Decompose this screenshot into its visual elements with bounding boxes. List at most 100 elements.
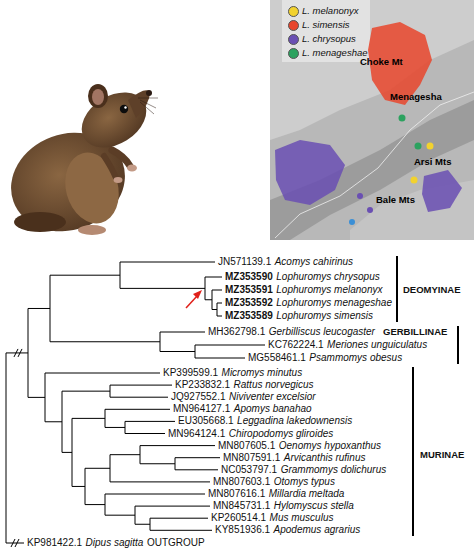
species-name: Rattus norvegicus: [234, 379, 314, 391]
branch-line: [135, 506, 210, 507]
pointer-arrow: [186, 290, 202, 308]
species-name: Apomys banahao: [234, 403, 312, 415]
rodent-illustration: [0, 81, 158, 247]
species-name: Psammomys obesus: [309, 352, 402, 364]
legend-swatch: [288, 34, 299, 45]
branch-line: [105, 494, 106, 515]
branch-line: [110, 481, 210, 482]
branch-line: [6, 543, 24, 544]
branch-line: [72, 418, 105, 419]
branch-line: [105, 427, 125, 428]
species-name: Acomys cahirinus: [275, 256, 353, 268]
accession-number: KY851936.1: [215, 524, 270, 536]
branch-line: [150, 518, 151, 530]
clade-bar: [397, 256, 458, 536]
branch-line: [110, 397, 168, 398]
branch-line: [160, 332, 161, 352]
branch-line: [160, 332, 205, 333]
map: [270, 0, 474, 240]
accession-number: KP981422.1: [27, 537, 82, 549]
species-name: Niviventer excelsior: [229, 391, 316, 403]
legend-swatch: [288, 20, 299, 31]
accession-number: MN807605.1: [218, 440, 275, 452]
branch-line: [150, 518, 208, 519]
accession-number: MN807603.1: [213, 476, 270, 488]
species-name: Lophuromys simensis: [276, 310, 373, 322]
branch-line: [85, 468, 110, 469]
place-name: Arsi Mts: [414, 156, 451, 168]
branch-line: [85, 504, 105, 505]
species-name: Micromys minutus: [222, 367, 303, 379]
accession-number: MN964127.1: [173, 403, 230, 415]
branch-line: [217, 303, 222, 304]
branch-line: [212, 290, 213, 310]
branch-line: [205, 277, 206, 300]
legend-text: L. chrysopus: [302, 32, 356, 45]
branch-line: [45, 421, 62, 422]
accession-number: MZ353592: [225, 297, 273, 309]
branch-line: [140, 446, 141, 464]
branch-line: [217, 316, 222, 317]
species-name: Dipus sagitta: [86, 537, 144, 549]
axis-break: [18, 349, 22, 357]
species-name: Arvicanthis rufinus: [284, 452, 366, 464]
accession-number: KC762224.1: [268, 339, 324, 351]
branch-line: [212, 309, 217, 310]
legend-text: L. menageshae: [302, 46, 368, 59]
branch-line: [175, 457, 220, 458]
species-name: Hylomyscus stella: [274, 500, 354, 512]
legend-swatch: [288, 6, 299, 17]
accession-number: KP399599.1: [163, 367, 218, 379]
accession-number: JQ927552.1: [171, 391, 226, 403]
branch-line: [50, 341, 160, 342]
species-name: Leggadina lakedownensis: [237, 415, 352, 427]
branch-line: [110, 385, 111, 397]
branch-line: [120, 262, 121, 288]
accession-number: KP260514.1: [211, 512, 266, 524]
branch-line: [72, 418, 73, 486]
branch-line: [217, 303, 218, 316]
accession-number: MN807591.1: [223, 452, 280, 464]
branch-line: [150, 530, 212, 531]
species-name: Mus musculus: [270, 512, 334, 524]
branch-line: [140, 445, 215, 446]
accession-number: MZ353589: [225, 310, 273, 322]
accession-number: MN845731.1: [213, 500, 270, 512]
branch-line: [195, 345, 265, 346]
clade-name: DEOMYINAE: [403, 284, 461, 296]
branch-line: [6, 353, 7, 543]
branch-line: [50, 275, 51, 342]
branch-line: [120, 262, 215, 263]
branch-line: [140, 463, 175, 464]
axis-break: [11, 539, 15, 547]
branch-line: [135, 524, 150, 525]
branch-line: [125, 421, 175, 422]
species-name: Oenomys hypoxanthus: [279, 440, 381, 452]
branch-line: [110, 454, 140, 455]
species-name: Otomys typus: [274, 476, 335, 488]
accession-number: MZ353590: [225, 271, 273, 283]
branch-line: [50, 275, 120, 276]
place-name: Menagesha: [390, 91, 442, 103]
species-name: Lophuromys menageshae: [276, 297, 392, 309]
clade-name: MURINAE: [420, 449, 464, 461]
branch-line: [105, 409, 106, 427]
species-name: Chiropodomys gliroides: [229, 428, 334, 440]
branch-line: [175, 469, 218, 470]
accession-number: MH362798.1: [208, 326, 265, 338]
branch-line: [28, 308, 29, 397]
species-name: Millardia meltada: [269, 488, 345, 500]
branch-line: [125, 421, 126, 433]
legend-swatch: [288, 48, 299, 59]
place-name: Bale Mts: [376, 194, 415, 206]
branch-line: [72, 486, 85, 487]
legend-text: L. melanonyx: [302, 4, 359, 17]
species-name: Grammomys dolichurus: [281, 464, 387, 476]
species-name: Gerbilliscus leucogaster: [269, 326, 375, 338]
axis-break: [14, 349, 18, 357]
accession-number: MG558461.1: [248, 352, 306, 364]
species-name: Lophuromys melanonyx: [276, 284, 382, 296]
accession-number: MN964124.1: [168, 428, 225, 440]
